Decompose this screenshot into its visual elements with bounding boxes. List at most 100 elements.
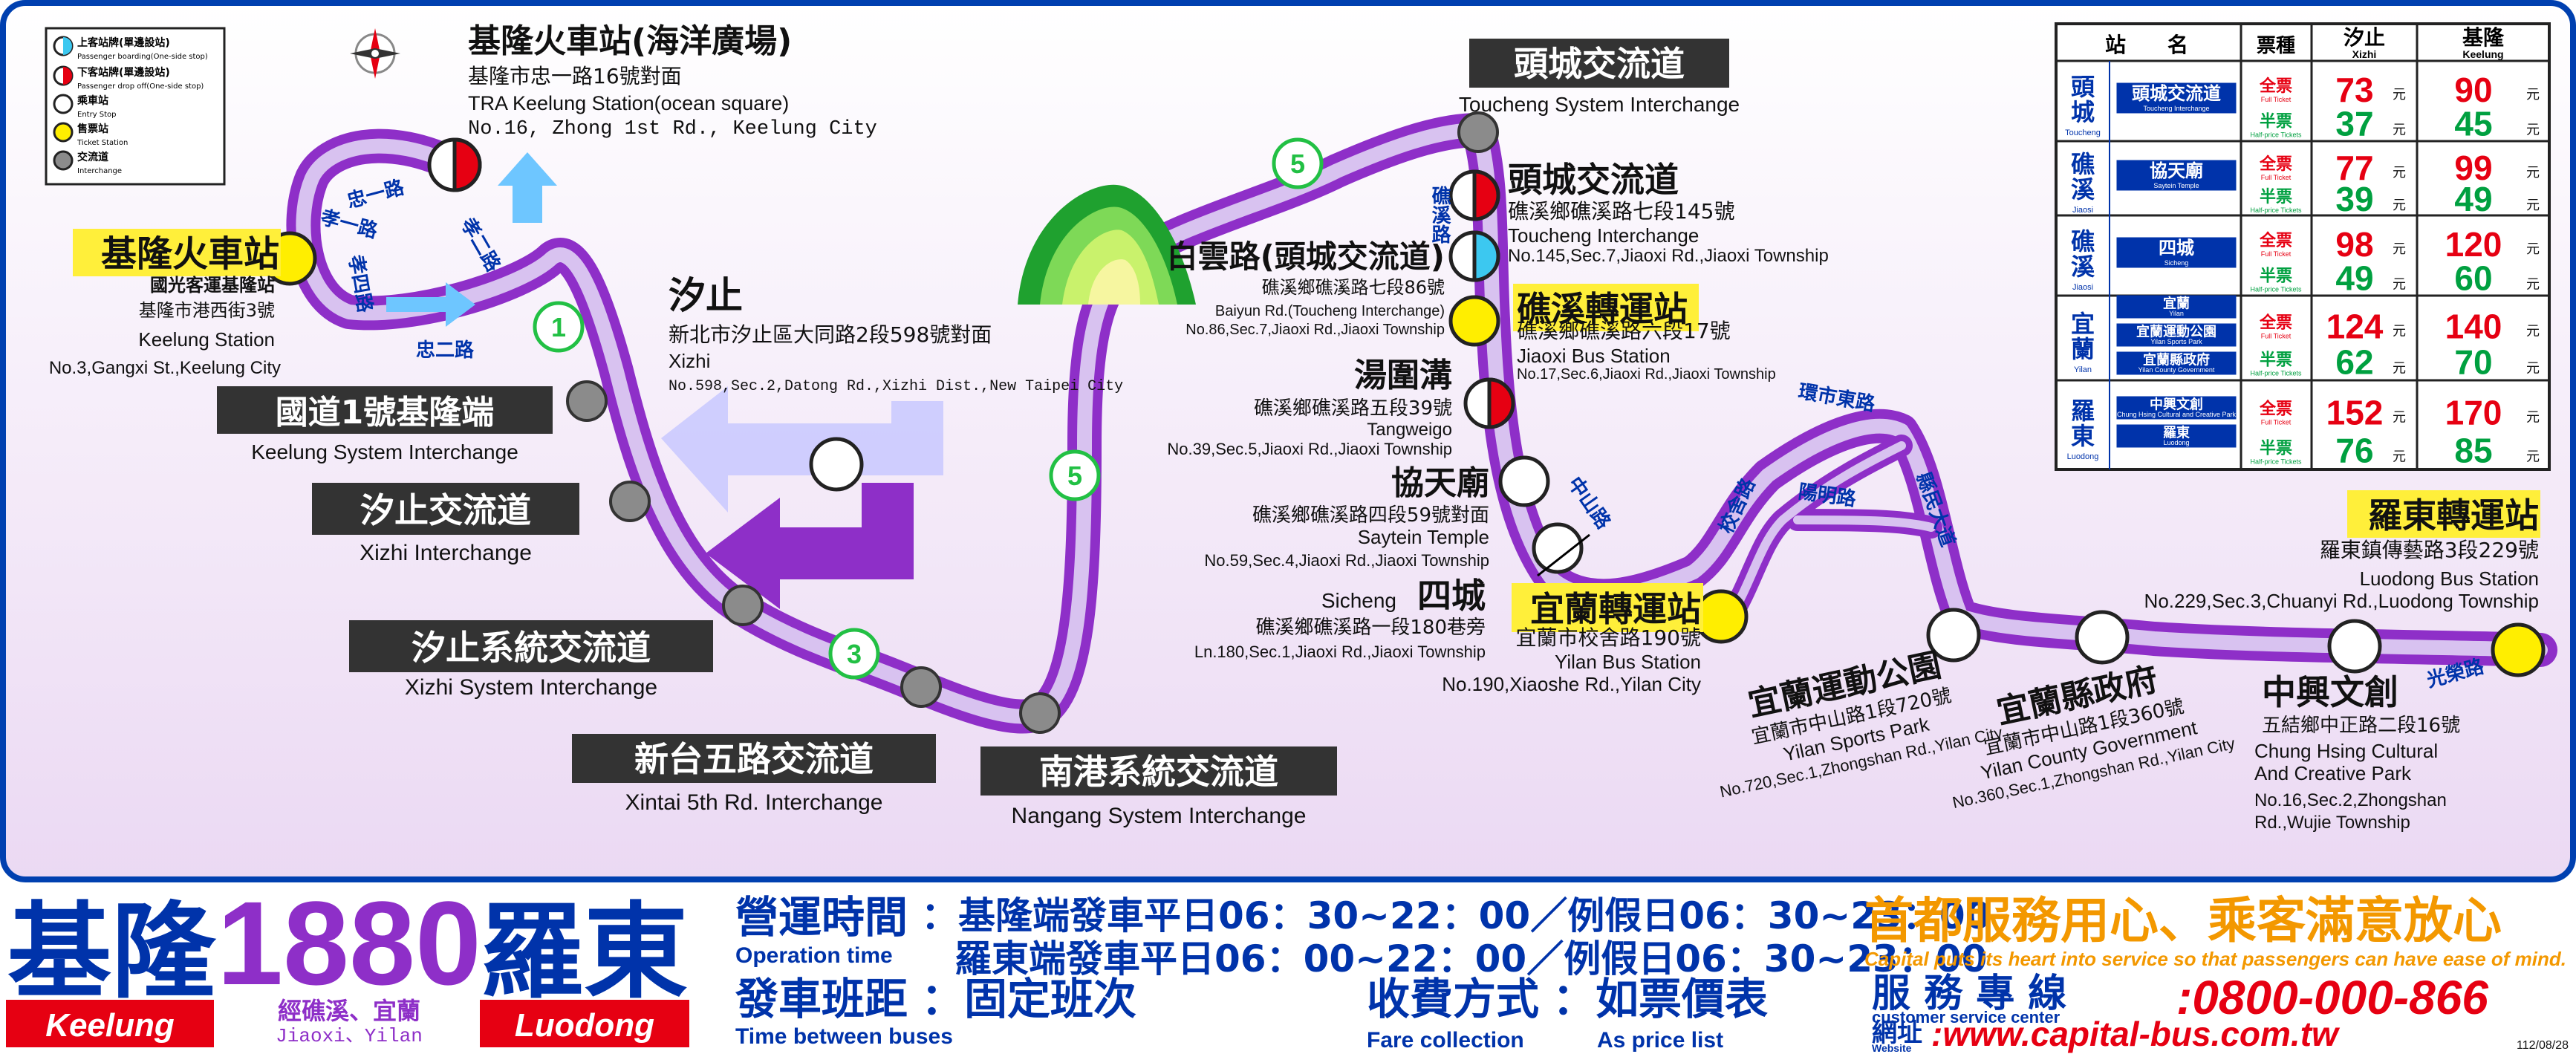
fare-unit: 元 — [2393, 360, 2406, 376]
fare-half-price: 85 — [2454, 431, 2492, 469]
station-xintai: 新台五路交流道 Xintai 5th Rd. Interchange — [572, 734, 936, 815]
ticket-full-en: Full Ticket — [2261, 419, 2292, 426]
fare-stop-en: Chung Hsing Cultural and Creative Park — [2117, 411, 2237, 418]
pickup-stop-icon — [1448, 230, 1500, 282]
svg-text:礁溪轉運站: 礁溪轉運站 — [1517, 289, 1688, 329]
fare-unit: 元 — [2526, 323, 2540, 339]
fare-area: 宜 — [2071, 310, 2095, 338]
svg-text:No.17,Sec.6,Jiaoxi Rd.,Jiaoxi: No.17,Sec.6,Jiaoxi Rd.,Jiaoxi Township — [1517, 366, 1776, 383]
fare-stop-name: 頭城交流道 — [2132, 83, 2221, 104]
fare-unit: 元 — [2526, 277, 2540, 293]
svg-text:No.86,Sec.7,Jiaoxi Rd.,Jiaoxi: No.86,Sec.7,Jiaoxi Rd.,Jiaoxi Township — [1185, 322, 1445, 338]
ticket-full-en: Full Ticket — [2261, 332, 2292, 339]
op-label: 營運時間 — [735, 892, 908, 943]
compass-icon — [350, 28, 400, 79]
legend-item: 下客站牌(單邊設站) Passenger drop off(One-side s… — [53, 65, 204, 91]
fare-en: Fare collection — [1367, 1028, 1524, 1053]
fare-stop-en: Yilan Sports Park — [2150, 338, 2202, 345]
service-phone[interactable]: :0800-000-866 — [2176, 971, 2488, 1024]
fare-stop-name: 中興文創 — [2150, 397, 2203, 413]
street-label: 礁溪路 — [1428, 186, 1451, 244]
entry-stop-icon — [1498, 455, 1550, 507]
ticket-half: 半票 — [2260, 113, 2292, 131]
svg-text:汐止: 汐止 — [669, 274, 743, 317]
route-number: 1880 — [217, 876, 481, 1009]
fare-area: 東 — [2071, 422, 2095, 450]
ticket-half: 半票 — [2260, 351, 2292, 369]
svg-text:上客站牌(單邊設站): 上客站牌(單邊設站) — [77, 36, 170, 49]
fare-stop-name: 宜蘭 — [2163, 296, 2190, 312]
svg-text:No.190,Xiaoshe Rd.,Yilan City: No.190,Xiaoshe Rd.,Yilan City — [1442, 673, 1701, 695]
svg-text:Rd.,Wujie Township: Rd.,Wujie Township — [2254, 813, 2410, 833]
fare-area: 羅 — [2071, 397, 2095, 425]
ticket-half: 半票 — [2260, 439, 2292, 458]
legend-item: 售票站 Ticket Station — [53, 122, 128, 147]
fare-stop-box — [2116, 82, 2237, 114]
station-luodong-bus: 羅東轉運站 羅東鎮傳藝路3段229號 Luodong Bus Station N… — [2144, 490, 2540, 612]
ticket-full: 全票 — [2259, 154, 2292, 174]
dest-en: Luodong — [515, 1007, 654, 1044]
fare-stop-box — [2116, 396, 2237, 420]
via-zh: 經礁溪、宜蘭 — [278, 997, 420, 1025]
svg-text:No.598,Sec.2,Datong Rd.,Xizhi: No.598,Sec.2,Datong Rd.,Xizhi Dist.,New … — [669, 378, 1123, 395]
fare-stop-box — [2116, 160, 2237, 191]
fare-unit: 元 — [2526, 449, 2540, 464]
interchange-icon — [722, 585, 764, 626]
fare-full-price: 77 — [2335, 149, 2373, 187]
svg-text:Jiaoxi Bus Station: Jiaoxi Bus Station — [1517, 345, 1671, 367]
svg-text:四城: 四城 — [1417, 576, 1486, 616]
web-label: 網址 — [1872, 1018, 1922, 1048]
origin-en: Keelung — [45, 1007, 175, 1044]
svg-text:基隆: 基隆 — [2462, 25, 2505, 50]
big-arrow-left-icon — [706, 483, 914, 609]
tunnel-icon — [1018, 184, 1196, 305]
interval-value: ：固定班次 — [921, 974, 1136, 1024]
svg-text:3: 3 — [847, 639, 862, 669]
entry-stop-icon — [1532, 522, 1584, 574]
svg-text:Saytein Temple: Saytein Temple — [1358, 526, 1489, 548]
ticket-full: 全票 — [2259, 231, 2292, 250]
fare-area: 礁 — [2071, 150, 2095, 178]
svg-text:五結鄉中正路二段16號: 五結鄉中正路二段16號 — [2262, 715, 2460, 737]
fare-en2: As price list — [1597, 1028, 1723, 1053]
arrow-right-icon — [386, 282, 475, 327]
svg-text:礁溪鄉礁溪路四段59號對面: 礁溪鄉礁溪路四段59號對面 — [1252, 504, 1489, 527]
arrow-up-icon — [498, 152, 557, 223]
interval-label: 發車班距 — [735, 974, 908, 1024]
fare-unit: 元 — [2393, 277, 2406, 293]
ticket-half-en: Half-price Tickets — [2250, 206, 2302, 214]
fare-unit: 元 — [2393, 410, 2406, 426]
route-line — [286, 113, 2557, 734]
service-en: customer service center — [1872, 1008, 2061, 1027]
fare-half-price: 60 — [2454, 259, 2492, 298]
ticket-station-icon — [1448, 295, 1500, 347]
fare-unit: 元 — [2526, 87, 2540, 103]
direction-arrows — [386, 152, 943, 609]
svg-text:基隆火車站: 基隆火車站 — [101, 233, 279, 275]
web-en: Website — [1872, 1042, 1912, 1054]
fare-unit: 元 — [2393, 449, 2406, 464]
fare-full-price: 73 — [2335, 71, 2373, 109]
station-xizhi-sys: 汐止系統交流道 Xizhi System Interchange — [349, 620, 713, 700]
svg-text:乘車站: 乘車站 — [77, 94, 108, 107]
fare-unit: 元 — [2526, 360, 2540, 376]
legend-item: 上客站牌(單邊設站) Passenger boarding(One-side s… — [53, 36, 208, 61]
fare-unit: 元 — [2526, 410, 2540, 426]
svg-text:礁溪鄉礁溪路六段17號: 礁溪鄉礁溪路六段17號 — [1517, 319, 1731, 343]
ticket-full: 全票 — [2259, 313, 2292, 332]
fare-half-price: 76 — [2335, 431, 2373, 469]
svg-text:No.39,Sec.5,Jiaoxi Rd.,Jiaoxi: No.39,Sec.5,Jiaoxi Rd.,Jiaoxi Township — [1167, 440, 1452, 458]
station-nangang: 南港系統交流道 Nangang System Interchange — [980, 746, 1337, 828]
dest-title: 羅東 — [480, 892, 688, 1013]
svg-text:No.145,Sec.7,Jiaoxi Rd.,Jiaoxi: No.145,Sec.7,Jiaoxi Rd.,Jiaoxi Township — [1508, 246, 1829, 266]
website-link[interactable]: :www.capital-bus.com.tw — [1931, 1015, 2341, 1053]
fare-unit: 元 — [2526, 198, 2540, 213]
op-label-en: Operation time — [735, 943, 893, 968]
entry-stop-icon — [2327, 619, 2382, 674]
ticket-full-en: Full Ticket — [2261, 250, 2292, 258]
svg-text:宜蘭轉運站: 宜蘭轉運站 — [1530, 589, 1701, 629]
footer: 基隆 Keelung 1880 經礁溪、宜蘭 Jiaoxi、Yilan 羅東 L… — [6, 876, 2569, 1054]
svg-text:汐止系統交流道: 汐止系統交流道 — [412, 628, 651, 668]
fare-full-price: 170 — [2445, 394, 2502, 432]
legend: 上客站牌(單邊設站) Passenger boarding(One-side s… — [45, 27, 226, 186]
